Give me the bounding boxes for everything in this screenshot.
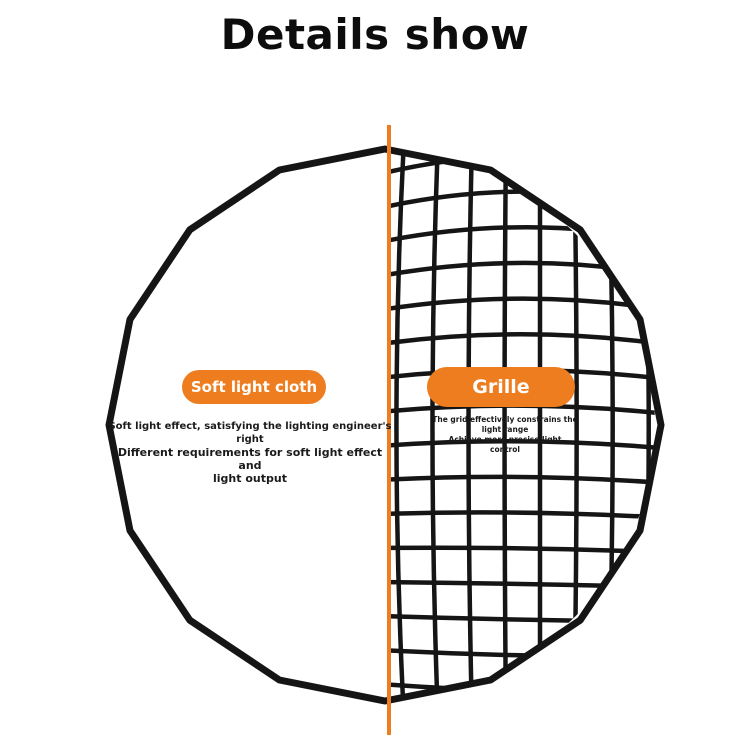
grid-line <box>389 296 655 319</box>
grid-line <box>466 155 475 695</box>
description-line: control <box>490 445 520 454</box>
grid-line <box>389 332 655 353</box>
grid-line <box>380 718 700 728</box>
description-line: Soft light effect, satisfying the lighti… <box>108 421 392 445</box>
grid-line <box>394 155 407 695</box>
grid-line <box>676 140 685 720</box>
description-line: light output <box>213 472 287 485</box>
grid-line <box>605 155 615 695</box>
softbox-rim <box>105 145 665 705</box>
description-line: The grid effectively constrains the <box>432 415 578 424</box>
grid-line <box>430 155 441 695</box>
description-line: Achieve more precise light <box>448 435 562 444</box>
soft-light-cloth-description: Soft light effect, satisfying the lighti… <box>105 420 395 485</box>
grille-description: The grid effectively constrains the ligh… <box>420 415 590 455</box>
grid-line <box>389 224 655 251</box>
grid-line <box>502 155 509 695</box>
grid-line <box>389 579 655 591</box>
grid-line <box>389 439 655 455</box>
grid-line <box>389 510 655 523</box>
grid-line <box>389 613 655 625</box>
grid-line <box>389 474 655 489</box>
grid-line <box>639 155 651 695</box>
grid-line <box>537 155 543 695</box>
grid-line <box>389 545 655 557</box>
description-line: light range <box>481 425 529 434</box>
grid-line <box>389 260 655 285</box>
description-line: Different requirements for soft light ef… <box>117 446 383 472</box>
soft-light-cloth-label: Soft light cloth <box>182 370 326 404</box>
grille-label: Grille <box>427 367 575 407</box>
page-title: Details show <box>220 10 530 59</box>
grid-line <box>380 120 700 146</box>
